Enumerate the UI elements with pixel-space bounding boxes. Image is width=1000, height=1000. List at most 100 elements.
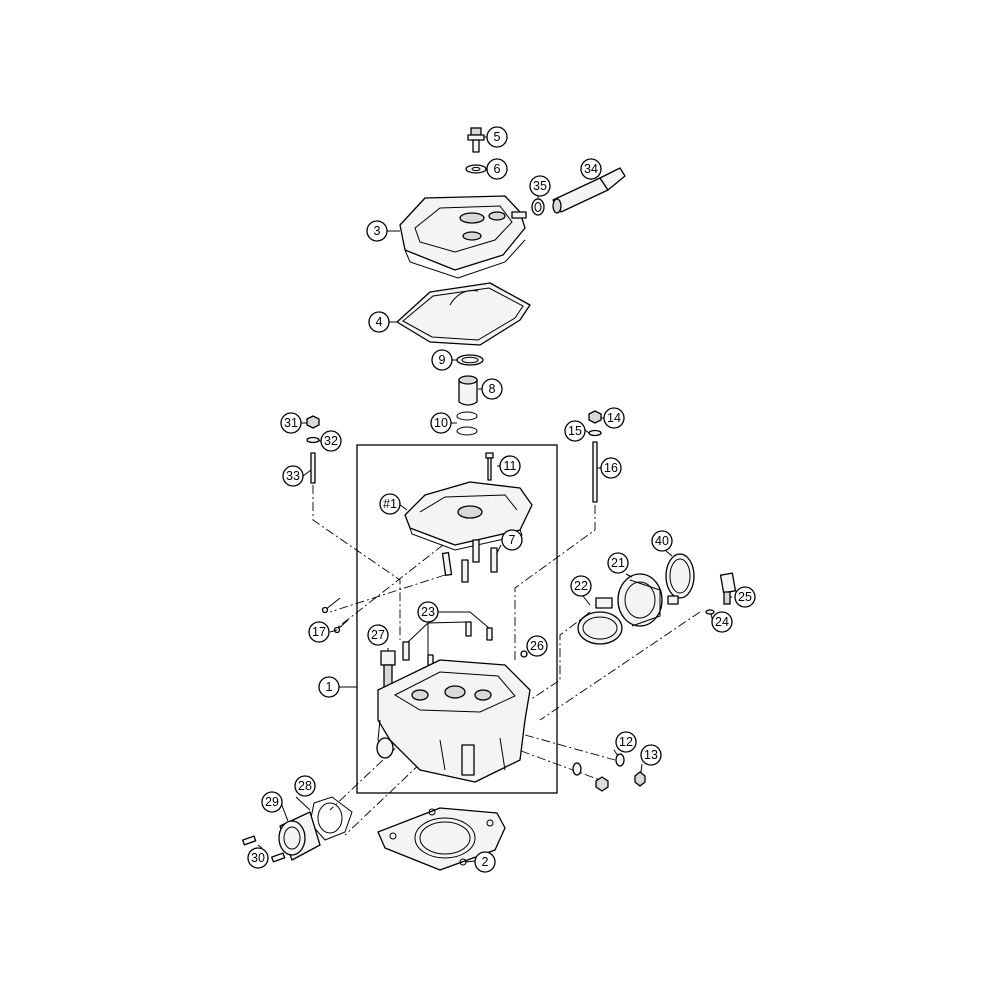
callout-9: 9 <box>431 349 453 371</box>
clamp-part-40 <box>665 553 695 605</box>
svg-text:17: 17 <box>312 625 326 639</box>
svg-text:6: 6 <box>494 162 501 176</box>
exhaust-flange-part-29 <box>278 811 321 861</box>
callout-35: 35 <box>529 175 551 197</box>
stud-bolt-part-16 <box>592 441 598 503</box>
svg-text:23: 23 <box>421 605 435 619</box>
callout-28: 28 <box>294 775 316 797</box>
svg-text:3: 3 <box>374 224 381 238</box>
o-rings-part-10 <box>456 411 478 436</box>
svg-text:12: 12 <box>619 735 633 749</box>
callout-11: 11 <box>499 455 521 477</box>
callout-15: 15 <box>564 420 586 442</box>
head-gasket-part-2 <box>377 807 506 871</box>
callout-31: 31 <box>280 412 302 434</box>
svg-text:31: 31 <box>284 416 298 430</box>
sensor-part-25 <box>719 572 737 605</box>
svg-text:33: 33 <box>286 469 300 483</box>
callout-22: 22 <box>570 575 592 597</box>
callout-10: 10 <box>430 412 452 434</box>
svg-text:21: 21 <box>611 556 625 570</box>
callout-1: 1 <box>318 676 340 698</box>
callout-30: 30 <box>247 847 269 869</box>
svg-text:24: 24 <box>715 615 729 629</box>
svg-text:32: 32 <box>324 434 338 448</box>
callout-2: 2 <box>474 851 496 873</box>
svg-text:28: 28 <box>298 779 312 793</box>
callout-hash1: #1 <box>379 493 401 515</box>
stud-bolt-part-33 <box>310 452 316 484</box>
svg-text:7: 7 <box>509 533 516 547</box>
callout-7: 7 <box>501 529 523 551</box>
callout-21: 21 <box>607 552 629 574</box>
callout-23: 23 <box>417 601 439 623</box>
svg-text:26: 26 <box>530 639 544 653</box>
washer-part-15 <box>588 429 602 437</box>
bolts-part-11 <box>485 452 494 481</box>
nut-part-14 <box>588 410 602 424</box>
washer-part-6 <box>465 164 487 174</box>
callout-33: 33 <box>282 465 304 487</box>
callout-25: 25 <box>734 586 756 608</box>
callout-6: 6 <box>486 158 508 180</box>
assembly-frame <box>356 444 558 794</box>
svg-text:14: 14 <box>607 411 621 425</box>
svg-text:2: 2 <box>482 855 489 869</box>
svg-text:27: 27 <box>371 628 385 642</box>
svg-text:29: 29 <box>265 795 279 809</box>
callout-8: 8 <box>481 378 503 400</box>
callout-4: 4 <box>368 311 390 333</box>
callout-32: 32 <box>320 430 342 452</box>
cylinder-head-part-1 <box>376 659 531 783</box>
svg-text:25: 25 <box>738 590 752 604</box>
hose-clamp-part-35 <box>531 198 545 216</box>
breather-hose-part-34 <box>552 167 626 214</box>
svg-text:11: 11 <box>504 459 517 473</box>
washer-part-32 <box>306 436 320 444</box>
svg-text:15: 15 <box>568 424 582 438</box>
spark-plug-sleeve-part-8 <box>458 375 478 406</box>
svg-text:13: 13 <box>644 748 658 762</box>
hose-clamp-part-22 <box>577 597 623 645</box>
svg-text:8: 8 <box>489 382 496 396</box>
seal-ring-part-9 <box>456 354 484 366</box>
nut-part-13 <box>634 771 646 787</box>
valve-tubes-part-7 <box>441 539 498 583</box>
svg-text:1: 1 <box>326 680 333 694</box>
callout-5: 5 <box>486 126 508 148</box>
svg-text:40: 40 <box>655 534 669 548</box>
seal-ring-part-24 <box>705 609 715 615</box>
callout-12: 12 <box>615 731 637 753</box>
valve-cover-gasket-part-4 <box>396 282 531 346</box>
svg-text:16: 16 <box>604 461 618 475</box>
sensor-part-27 <box>380 650 396 688</box>
svg-text:30: 30 <box>251 851 265 865</box>
callout-40: 40 <box>651 530 673 552</box>
intake-flange-part-21 <box>617 573 663 627</box>
svg-text:9: 9 <box>439 353 446 367</box>
valve-cover-part-3 <box>399 195 527 279</box>
svg-text:10: 10 <box>434 416 448 430</box>
svg-text:5: 5 <box>494 130 501 144</box>
plug-screw-part-unlabeled <box>572 762 609 792</box>
nut-part-31 <box>306 415 320 429</box>
svg-text:#1: #1 <box>383 497 397 511</box>
bolts-part-30 <box>242 835 286 863</box>
callout-13: 13 <box>640 744 662 766</box>
svg-text:4: 4 <box>376 315 383 329</box>
callout-29: 29 <box>261 791 283 813</box>
callout-14: 14 <box>603 407 625 429</box>
camshaft-carrier-part-hash1 <box>404 481 533 551</box>
svg-text:22: 22 <box>574 579 588 593</box>
callout-27: 27 <box>367 624 389 646</box>
callout-17: 17 <box>308 621 330 643</box>
callout-16: 16 <box>600 457 622 479</box>
callout-24: 24 <box>711 611 733 633</box>
callout-26: 26 <box>526 635 548 657</box>
callout-34: 34 <box>580 158 602 180</box>
svg-text:35: 35 <box>533 179 547 193</box>
callout-3: 3 <box>366 220 388 242</box>
svg-text:34: 34 <box>584 162 598 176</box>
bolt-part-5 <box>467 127 485 153</box>
